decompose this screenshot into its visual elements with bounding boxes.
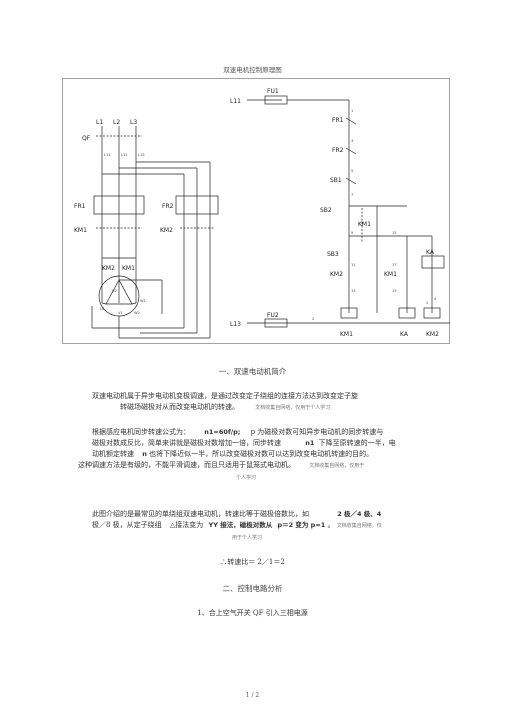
speed-ratio: ∴转速比＝ 2／1＝2: [220, 558, 285, 566]
p3-line1: 此图介绍的是最常见的单绕组双速电动机，转速比等于磁极倍数比，如 2 极／4 极、…: [92, 509, 381, 520]
node-2-left: 2: [312, 317, 314, 321]
node-11: 11: [351, 263, 356, 267]
p3-line2c: YY 接法，磁极对数从: [208, 521, 273, 529]
ka-contact-label: KA: [426, 249, 435, 256]
fr1-power-label: FR1: [74, 203, 86, 210]
km1-branch-label: KM1: [384, 271, 397, 278]
p2-line2b: n1: [305, 439, 315, 447]
wire-l13: L13: [138, 153, 145, 157]
phase-l2-label: L2: [113, 119, 120, 126]
p2-line3a: 动机额定转速: [92, 450, 134, 458]
p1-line1: 双速电动机属于异步电动机变极调速，是通过改变定子绕组的连接方法达到改变定子旋: [92, 392, 358, 400]
p2-line4: 这种调速方法是有级的，不能平滑调速，而且只适用于鼠笼式电动机。 文档收集自网络，…: [78, 460, 364, 472]
p2-line4-text: 这种调速方法是有级的，不能平滑调速，而且只适用于鼠笼式电动机。: [78, 461, 295, 469]
p3-line1b: 2 极／4 极、4: [337, 510, 382, 518]
p3-line2b: △接法变为: [169, 521, 204, 529]
node-7: 7: [351, 193, 353, 197]
note2b: 个人学习: [236, 475, 257, 481]
km2-contact-label: KM2: [330, 271, 343, 278]
wire-l12: L12: [121, 153, 128, 157]
fu1-label: FU1: [267, 88, 279, 95]
p2-line3b: n: [142, 450, 147, 458]
node-4: 4: [434, 297, 437, 301]
note1: 文档收集自网络，仅用于个人学习: [255, 405, 331, 411]
terminal-v1: V1: [118, 311, 123, 315]
fr2-control-label: FR2: [332, 147, 344, 154]
l13-label: L13: [230, 321, 241, 328]
sb3-label: SB3: [327, 251, 339, 258]
coil-ka-label: KA: [400, 331, 409, 338]
node-19: 19: [392, 289, 397, 293]
l11-label: L11: [230, 98, 241, 105]
note3a: 文档收集自网络，仅: [336, 523, 382, 529]
phase-l1-label: L1: [96, 119, 103, 126]
node-17: 17: [392, 263, 397, 267]
p2-line2c: 下降至原转速的一半，电: [318, 439, 396, 447]
p2-line1b: p 为磁极对数可知异步电动机的同步转速与: [250, 428, 384, 436]
motor-km1-label: KM1: [122, 265, 135, 272]
circuit-diagram: L1 L2 L3 QF FR1 FR2 KM1 KM2 KM2 KM1 U2 W…: [62, 78, 450, 344]
doc-title: 双速电机控制原理图: [223, 66, 282, 74]
terminal-u1: U1: [100, 307, 105, 311]
coil-km2-label: KM2: [426, 331, 439, 338]
page-number: 1 / 2: [245, 692, 260, 699]
p1-line2-text: 转磁场磁极对从而改变电动机的转速。: [120, 403, 239, 411]
motor-km2-label: KM2: [102, 265, 115, 272]
km2-power-label: KM2: [160, 227, 173, 234]
node-13: 13: [351, 289, 356, 293]
node-1: 1: [351, 109, 353, 113]
km1-power-label: KM1: [74, 227, 87, 234]
fr1-control-label: FR1: [332, 117, 344, 124]
km1-contact-label: KM1: [358, 221, 371, 228]
node-3: 3: [351, 139, 353, 143]
coil-km1-label: KM1: [340, 331, 353, 338]
p2-line1a: 根据感应电机同步转速公式为：: [92, 428, 190, 436]
note3b: 用于个人学习: [232, 535, 263, 541]
p2-line1: 根据感应电机同步转速公式为： n1=60f/p; p 为磁极对数可知异步电动机的…: [92, 427, 383, 438]
sb1-label: SB1: [330, 177, 342, 184]
section2-item1: 1、合上空气开关 QF 引入三相电源: [197, 609, 308, 617]
p3-line2d: p＝2 变为 p=1: [277, 521, 326, 529]
fu2-label: FU2: [267, 312, 279, 319]
phase-l3-label: L3: [130, 119, 137, 126]
p3-line2a: 极／8 极，从定子绕组: [92, 521, 162, 529]
node-9: 9: [351, 231, 354, 235]
wire-l11: L11: [104, 153, 111, 157]
terminal-w1: W1: [140, 299, 146, 303]
section2-heading: 二、控制电路分析: [222, 584, 283, 593]
p3-line1a: 此图介绍的是最常见的单绕组双速电动机，转速比等于磁极倍数比，如: [92, 510, 309, 518]
formula: n1=60f/p;: [204, 428, 241, 436]
node-2-right: 2: [426, 301, 428, 305]
node-15: 15: [392, 231, 397, 235]
p2-line2a: 磁极对数成反比，简单来讲就是磁极对数增加一倍，同步转速: [92, 439, 281, 447]
qf-label: QF: [82, 135, 91, 142]
terminal-u2: U2: [112, 289, 117, 293]
note2a: 文档收集自网络，仅用于: [309, 463, 365, 469]
p2-line3c: 也将下降近似一半，所以改变磁极对数可以达到改变电动机转速的目的。: [149, 450, 374, 458]
terminal-w2: W2: [134, 311, 140, 315]
p1-line2: 转磁场磁极对从而改变电动机的转速。 文档收集自网络，仅用于个人学习: [120, 402, 330, 414]
p3-line2e: 。: [327, 521, 335, 529]
node-5: 5: [351, 169, 353, 173]
p3-line2: 极／8 极，从定子绕组 △接法变为 YY 接法，磁极对数从 p＝2 变为 p=1…: [92, 520, 382, 532]
sb2-label: SB2: [320, 207, 332, 214]
fr2-power-label: FR2: [162, 203, 174, 210]
section1-heading: 一、双速电动机简介: [218, 367, 287, 376]
p2-line3: 动机额定转速 n 也将下降近似一半，所以改变磁极对数可以达到改变电动机转速的目的…: [92, 449, 373, 460]
p2-line2: 磁极对数成反比，简单来讲就是磁极对数增加一倍，同步转速 n1 下降至原转速的一半…: [92, 438, 396, 449]
